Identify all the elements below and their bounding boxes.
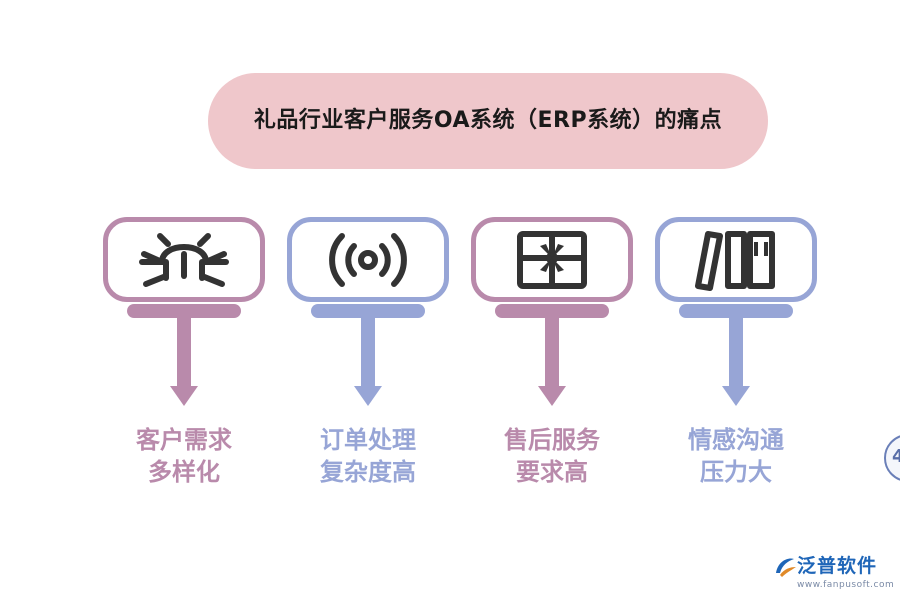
arrow-stem xyxy=(177,318,191,388)
icon-card xyxy=(287,217,449,302)
arrow-head xyxy=(354,386,382,406)
arrow-head xyxy=(538,386,566,406)
arrow-head xyxy=(722,386,750,406)
arrow-head xyxy=(170,386,198,406)
bug-icon xyxy=(139,232,229,287)
icon-card xyxy=(655,217,817,302)
title-banner xyxy=(208,73,768,169)
pain-point-label: 情感沟通压力大 xyxy=(688,426,784,486)
brand-name: 泛普软件 xyxy=(797,555,878,577)
gift-icon xyxy=(517,230,587,289)
brand-logo-icon xyxy=(776,558,796,577)
arrow-stem xyxy=(729,318,743,388)
books-icon xyxy=(695,230,775,291)
card-tab xyxy=(495,304,609,318)
icon-card xyxy=(471,217,633,302)
signal-icon xyxy=(329,232,407,287)
brand-url: www.fanpusoft.com xyxy=(797,580,895,590)
side-badge: 4 xyxy=(884,434,900,482)
card-tab xyxy=(127,304,241,318)
pain-point-label: 客户需求多样化 xyxy=(136,426,232,486)
card-tab xyxy=(311,304,425,318)
pain-point-label: 售后服务要求高 xyxy=(504,426,600,486)
arrow-stem xyxy=(361,318,375,388)
pain-point-label: 订单处理复杂度高 xyxy=(320,426,416,486)
arrow-stem xyxy=(545,318,559,388)
card-tab xyxy=(679,304,793,318)
page-title: 礼品行业客户服务OA系统（ERP系统）的痛点 xyxy=(253,108,723,133)
icon-card xyxy=(103,217,265,302)
